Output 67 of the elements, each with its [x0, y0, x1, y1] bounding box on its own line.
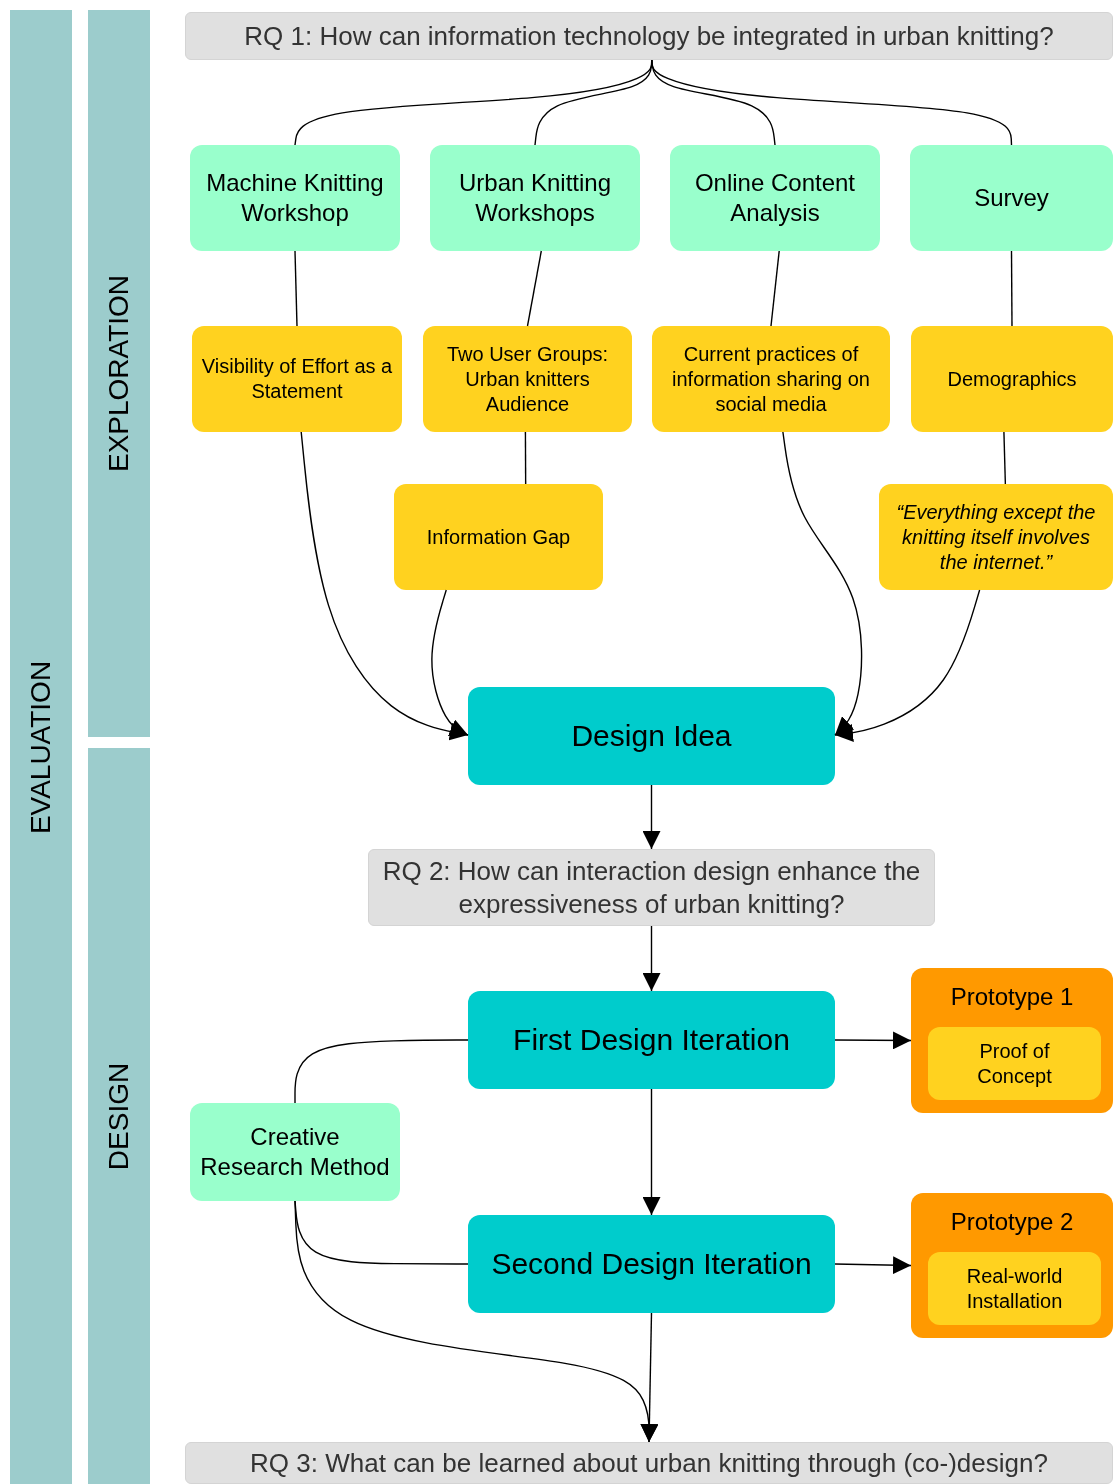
arrow: [782, 431, 863, 736]
node-label: Online Content Analysis: [693, 168, 857, 228]
node-label: Prototype 1: [949, 982, 1075, 1012]
connector-line: [294, 1039, 469, 1104]
method-box: [670, 145, 880, 251]
arrow: [642, 925, 661, 992]
node-label: Information Gap: [425, 524, 572, 550]
prototype-box: [928, 1027, 1101, 1100]
phase-band: [88, 748, 150, 1484]
method-box: [910, 145, 1113, 251]
phase-label: EVALUATION: [24, 659, 58, 836]
node-label: Proof of Concept: [976, 1038, 1053, 1089]
research-question: RQ 1: How can information technology be integrated in urban knitting?: [243, 19, 1055, 53]
node-label: Second Design Iteration: [490, 1246, 813, 1283]
connector-line: [524, 431, 527, 485]
method-box: [430, 145, 640, 251]
arrow: [642, 1088, 661, 1216]
arrow: [431, 589, 469, 737]
phase-band: [88, 10, 150, 737]
connector-line: [770, 250, 780, 327]
node-label: “Everything except the knitting itself involves the internet.”: [895, 499, 1097, 575]
finding-box: [394, 484, 603, 590]
finding-box: [652, 326, 890, 432]
research-question: RQ 3: What can be learned about urban knitting through (co-)design?: [249, 1446, 1049, 1480]
question-banner: [185, 12, 1113, 60]
connector-line: [1010, 250, 1013, 327]
phase-band: [10, 10, 72, 1484]
phase-label: DESIGN: [102, 1061, 136, 1172]
finding-box: [192, 326, 402, 432]
node-label: Prototype 2: [949, 1207, 1075, 1237]
design-box: [468, 1215, 835, 1313]
connector-line: [1003, 431, 1007, 485]
finding-box: [423, 326, 632, 432]
arrow: [640, 1312, 659, 1443]
design-box: [468, 991, 835, 1089]
prototype-panel: [911, 968, 1113, 1113]
node-label: Demographics: [946, 366, 1078, 392]
arrow: [834, 589, 981, 742]
question-banner: [185, 1442, 1113, 1484]
node-label: Two User Groups: Urban knitters Audience: [445, 341, 610, 417]
phase-label: EXPLORATION: [102, 273, 136, 475]
finding-box: [911, 326, 1113, 432]
node-label: Urban Knitting Workshops: [457, 168, 613, 228]
method-box: [190, 1103, 400, 1201]
question-banner: [368, 849, 935, 926]
prototype-box: [928, 1252, 1101, 1325]
node-label: Creative Research Method: [199, 1122, 391, 1182]
arrow: [300, 431, 469, 741]
connector-line: [651, 59, 1013, 146]
node-label: Real-world Installation: [965, 1263, 1064, 1314]
design-box: [468, 687, 835, 785]
prototype-panel: [911, 1193, 1113, 1338]
node-label: Survey: [973, 183, 1050, 213]
research-question: RQ 2: How can interaction design enhance the expressiveness of urban knitting?: [381, 855, 922, 920]
node-label: First Design Iteration: [512, 1022, 791, 1059]
connector-line: [294, 250, 298, 327]
node-label: Visibility of Effort as a Statement: [200, 354, 394, 404]
node-label: Design Idea: [570, 718, 733, 755]
connector-line: [651, 59, 776, 146]
arrow: [834, 1031, 912, 1050]
quote-box: [879, 484, 1113, 590]
method-box: [190, 145, 400, 251]
node-label: Current practices of information sharing on social media: [671, 341, 871, 417]
node-label: Machine Knitting Workshop: [205, 168, 385, 228]
arrow: [834, 1256, 912, 1275]
connector-line: [526, 250, 542, 327]
arrow: [642, 784, 661, 850]
